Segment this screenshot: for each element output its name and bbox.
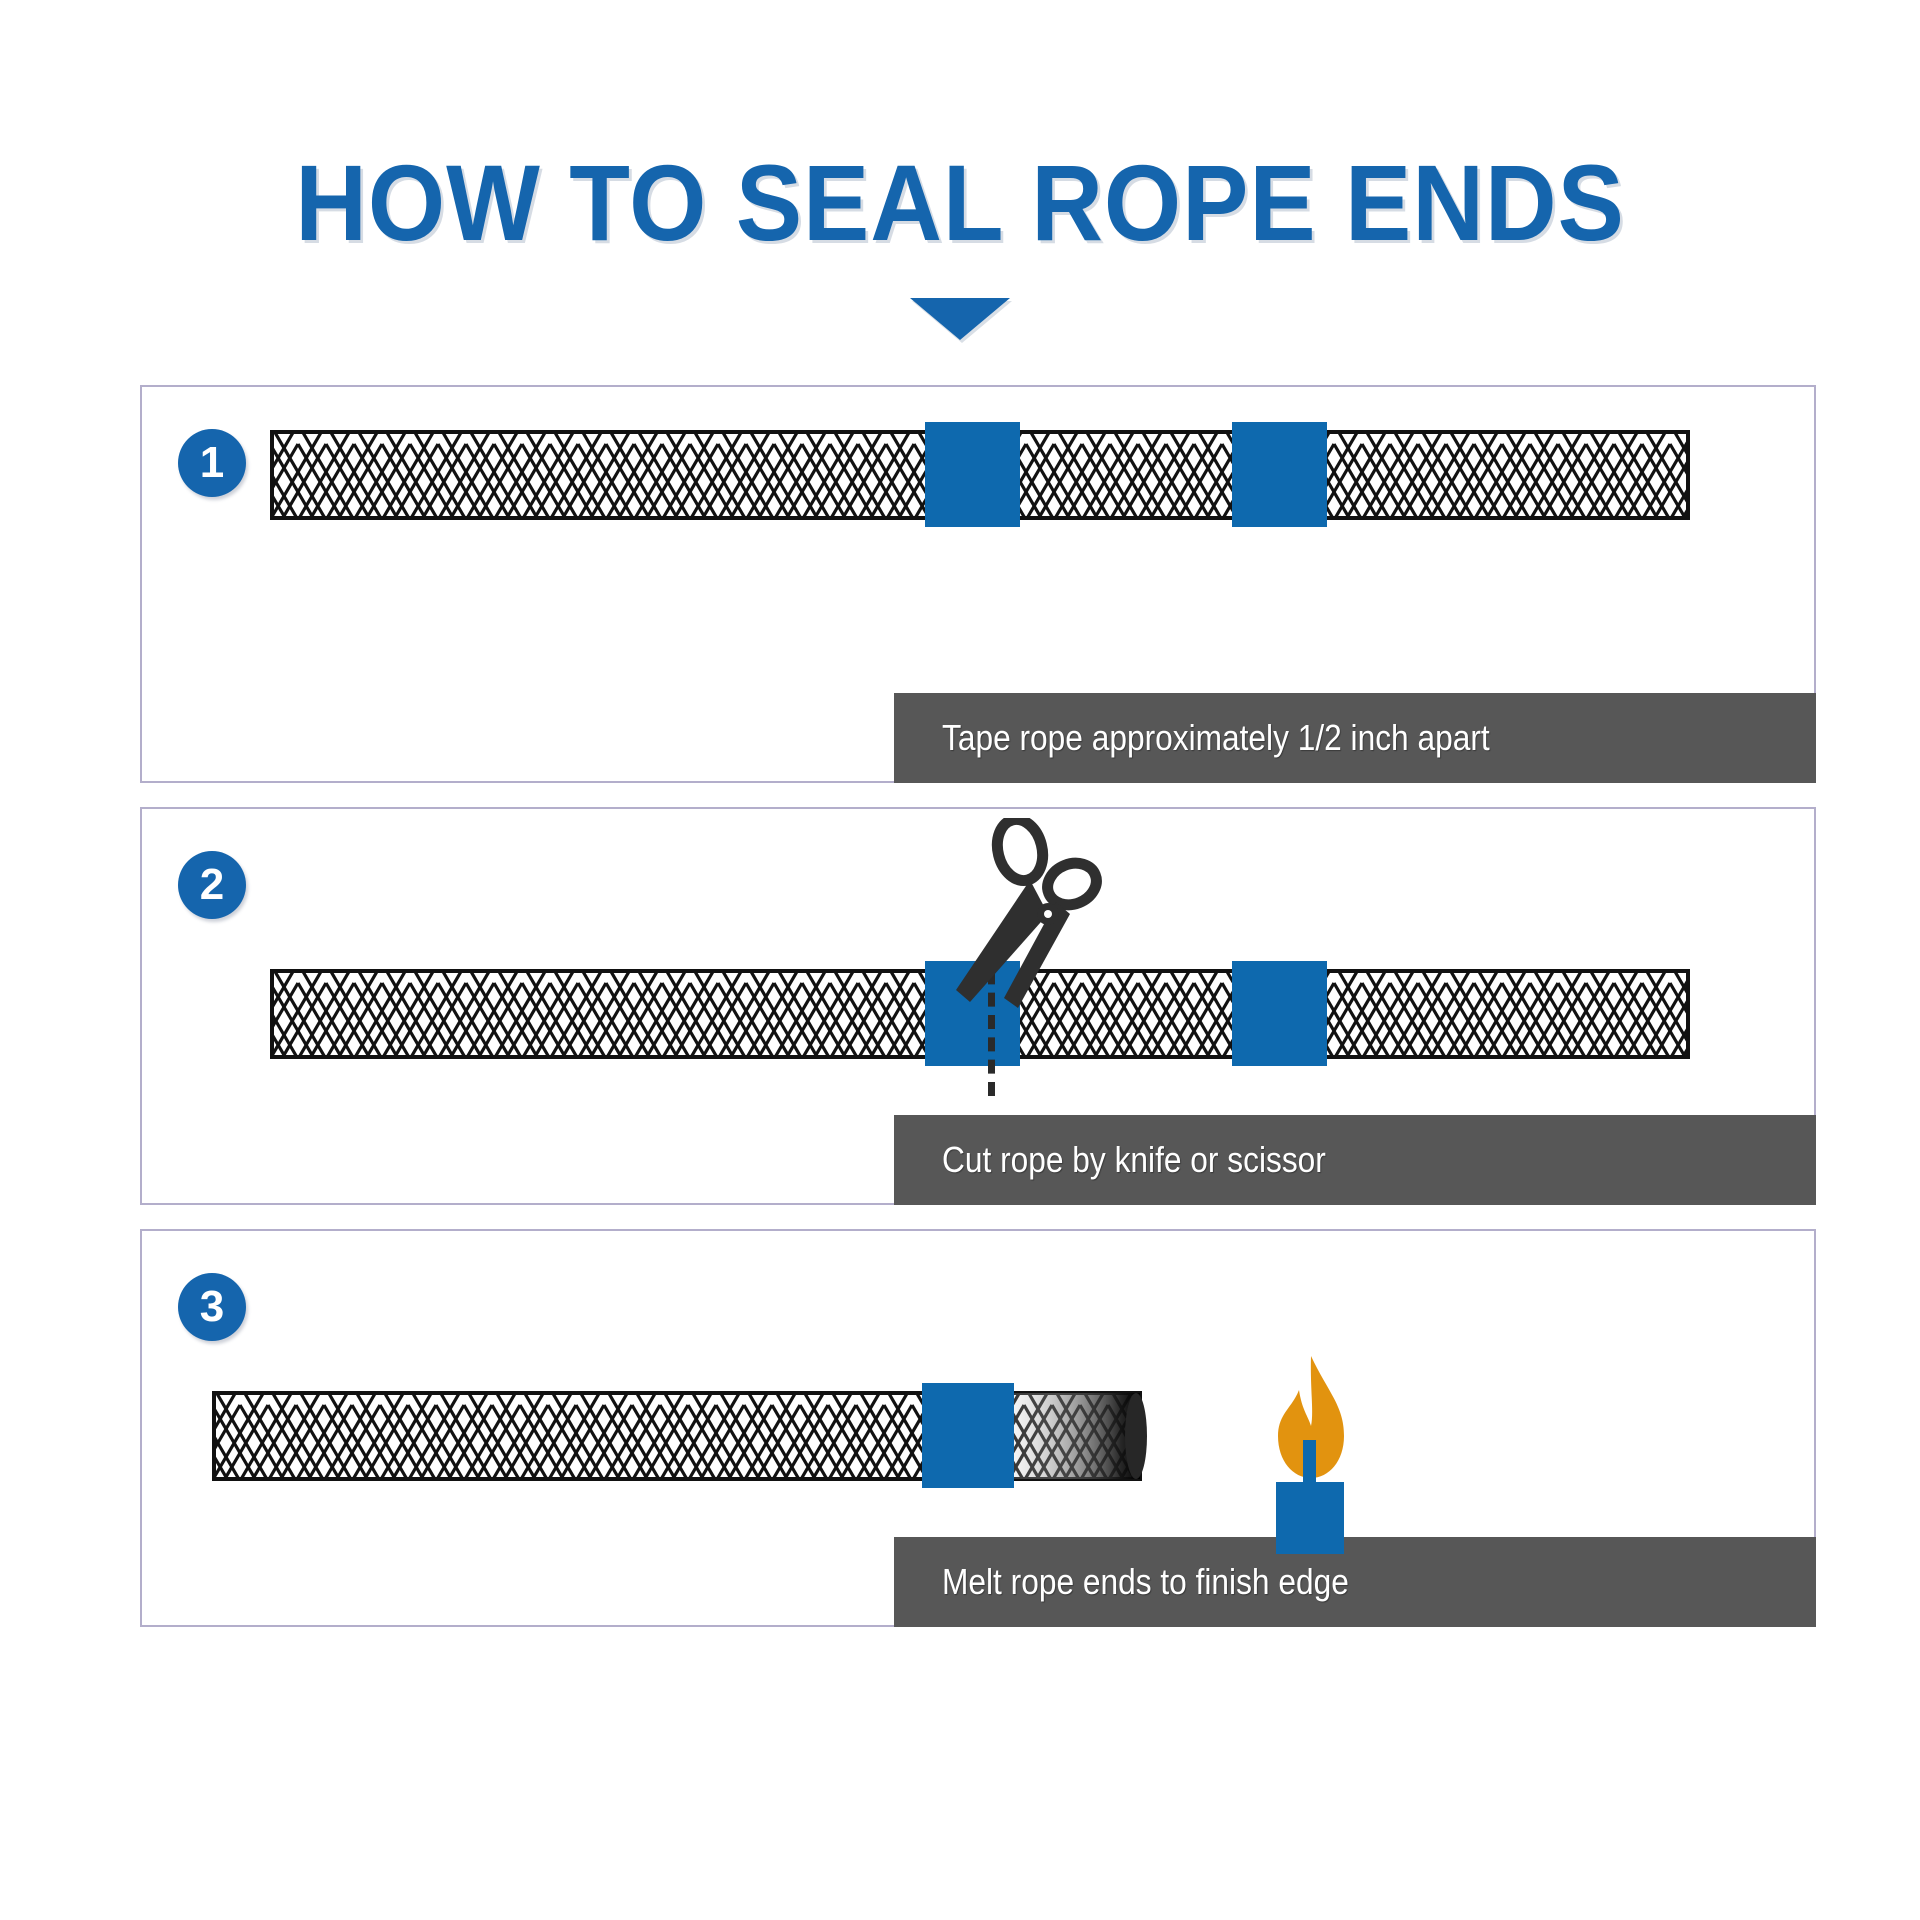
triangle-down-icon [910,298,1010,340]
tape-block [925,422,1020,527]
tape-block [1232,961,1327,1066]
caption-text: Cut rope by knife or scissor [942,1139,1326,1180]
step-panel-1: 1 Tape rope approximately 1/2 [140,385,1816,783]
title-block: HOW TO SEAL ROPE ENDS [0,148,1920,258]
step-panel-3: 3 Melt rope [140,1229,1816,1627]
tape-block [922,1383,1014,1488]
tape-block [1232,422,1327,527]
scissors-icon [956,818,1102,1008]
step-number-label: 3 [199,1282,225,1331]
braided-rope-melted-end-icon [212,1391,1147,1481]
step-number-label: 1 [199,438,225,487]
step-badge-1: 1 [178,429,246,497]
step-badge-2: 2 [178,851,246,919]
caption-bar-1: Tape rope approximately 1/2 inch apart [894,693,1816,783]
flame-icon [1278,1356,1344,1478]
step-number-label: 2 [199,860,225,909]
rope-illustration-3 [142,1231,1814,1625]
caption-text: Tape rope approximately 1/2 inch apart [942,717,1490,758]
caption-bar-2: Cut rope by knife or scissor [894,1115,1816,1205]
step-panel-2: 2 Cut rope by knife or scissor [140,807,1816,1205]
rope-illustration-1 [142,387,1814,781]
page-title: HOW TO SEAL ROPE ENDS [295,142,1625,263]
candle-wick-icon [1303,1440,1316,1488]
dashed-cut-line-icon [988,948,995,1096]
caption-bar-3: Melt rope ends to finish edge [894,1537,1816,1627]
step-badge-3: 3 [178,1273,246,1341]
candle-body-icon [1276,1482,1344,1554]
caption-text: Melt rope ends to finish edge [942,1561,1349,1602]
